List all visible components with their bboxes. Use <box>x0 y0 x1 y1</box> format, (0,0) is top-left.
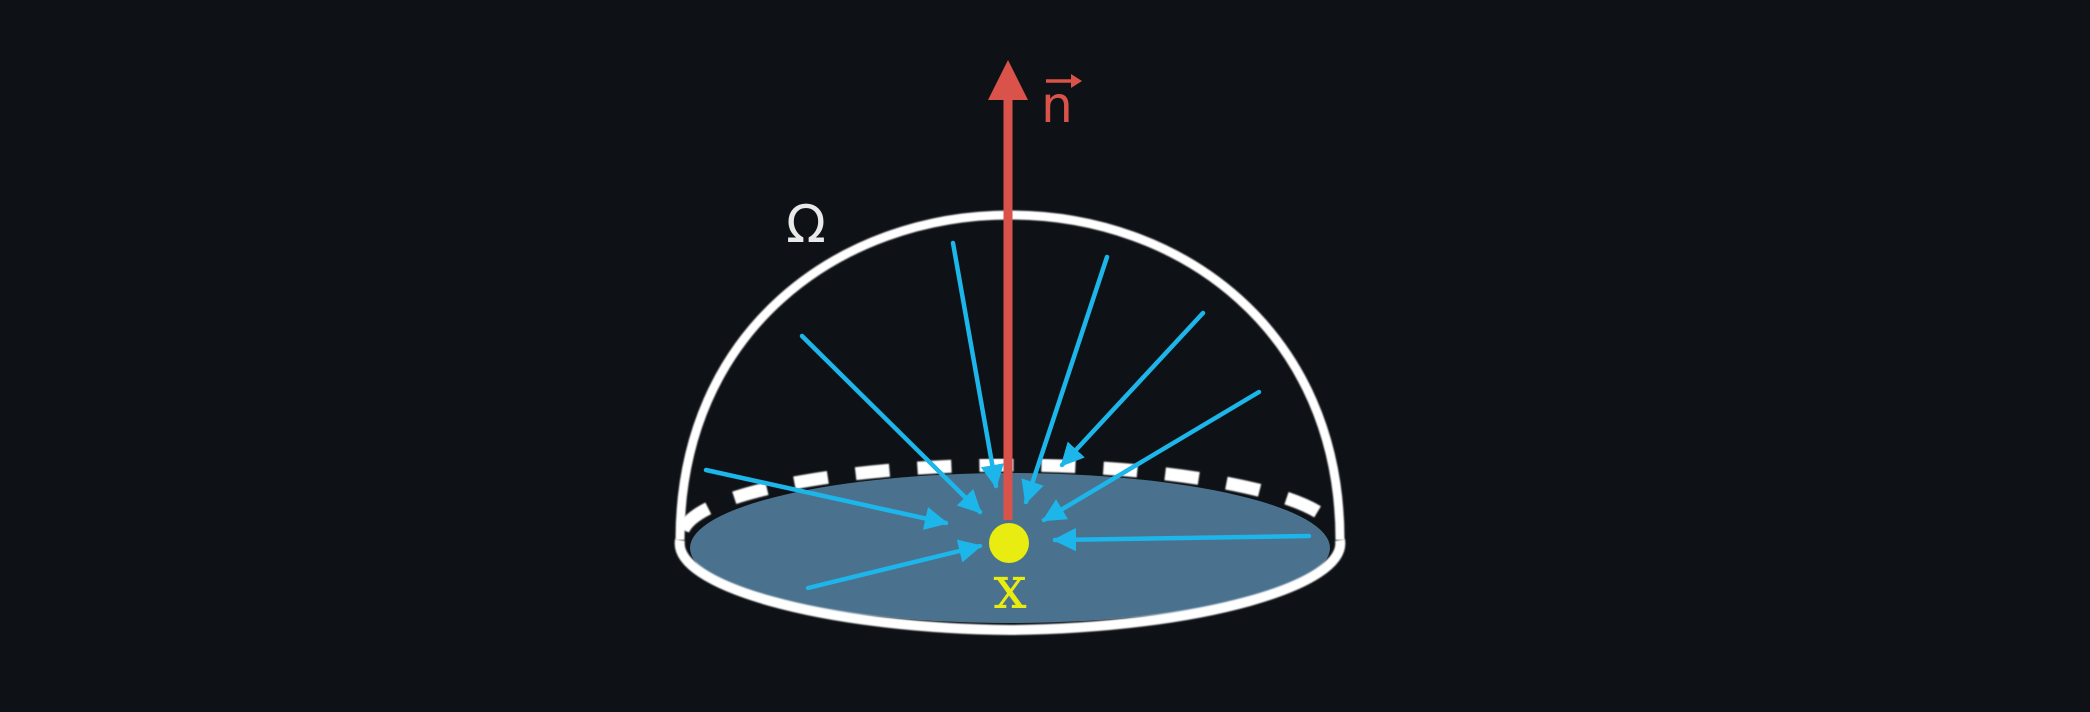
vector-arrow-icon <box>1046 74 1082 88</box>
normal-label: n <box>1041 74 1082 134</box>
hemisphere-front-rim <box>674 539 1346 636</box>
point-label: x <box>993 553 1027 623</box>
incoming-rays <box>703 240 1312 591</box>
surface-point <box>989 523 1029 563</box>
incoming-ray <box>1021 254 1110 505</box>
incoming-ray <box>1059 310 1206 468</box>
incoming-ray <box>950 240 1004 489</box>
normal-label-text: n <box>1041 76 1073 134</box>
incoming-ray <box>799 333 983 515</box>
incoming-ray <box>703 467 949 530</box>
incoming-ray <box>1052 527 1312 552</box>
normal-vector-arrowhead <box>988 60 1028 100</box>
omega-label: Ω <box>786 195 826 255</box>
incoming-ray <box>1041 389 1262 523</box>
normal-vector <box>988 60 1028 520</box>
incoming-ray <box>805 539 983 591</box>
